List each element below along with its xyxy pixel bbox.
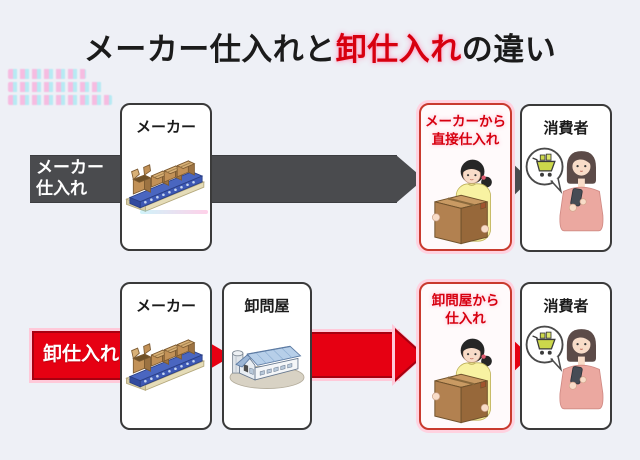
- maker-card-title: メーカー: [135, 298, 196, 315]
- watermark-line: [8, 82, 104, 92]
- watermark-line: [8, 69, 86, 79]
- direct-purchase-label: メーカーから 直接仕入れ: [425, 114, 506, 147]
- maker-card-title: メーカー: [135, 119, 196, 136]
- consumer-card-title: 消費者: [543, 120, 589, 137]
- consumer-card-row2: 消費者: [520, 282, 612, 430]
- page-title: メーカー仕入れと卸仕入れの違い: [0, 24, 640, 69]
- maker-card-row2: メーカー: [120, 282, 212, 430]
- direct-purchase-card: メーカーから 直接仕入れ: [419, 103, 512, 251]
- wholesaler-card-title: 卸問屋: [244, 298, 290, 315]
- consumer-card-row1: 消費者: [520, 104, 612, 252]
- maker-flow-arrow-band: [30, 155, 397, 203]
- wholesaler-card: 卸問屋: [222, 282, 312, 430]
- wholesale-flow-arrow-band: [310, 332, 397, 378]
- factory-conveyor-boxes-icon: [123, 330, 209, 392]
- person-holding-box-icon: [425, 155, 507, 247]
- wholesale-flow-label: 卸仕入れ: [43, 344, 120, 365]
- maker-flow-label: メーカー 仕入れ: [36, 158, 104, 198]
- consumer-smartphone-icon: [523, 140, 609, 236]
- title-suffix: の違い: [461, 32, 557, 67]
- watermark-line: [8, 95, 112, 105]
- artifact-line: [140, 210, 208, 214]
- wholesale-purchase-card: 卸問屋から 仕入れ: [419, 282, 512, 430]
- maker-card-row1: メーカー: [120, 103, 212, 251]
- consumer-smartphone-icon: [523, 318, 609, 414]
- wholesale-arrowhead-icon: [395, 331, 422, 379]
- wholesale-purchase-label: 卸問屋から 仕入れ: [431, 293, 500, 326]
- title-highlight: 卸仕入れ: [335, 32, 462, 67]
- warehouse-icon: [224, 330, 310, 392]
- title-prefix: メーカー仕入れと: [83, 32, 336, 67]
- watermark-artifact: [8, 69, 112, 108]
- person-holding-box-icon: [425, 334, 507, 426]
- factory-conveyor-boxes-icon: [123, 151, 209, 213]
- consumer-card-title: 消費者: [543, 298, 589, 315]
